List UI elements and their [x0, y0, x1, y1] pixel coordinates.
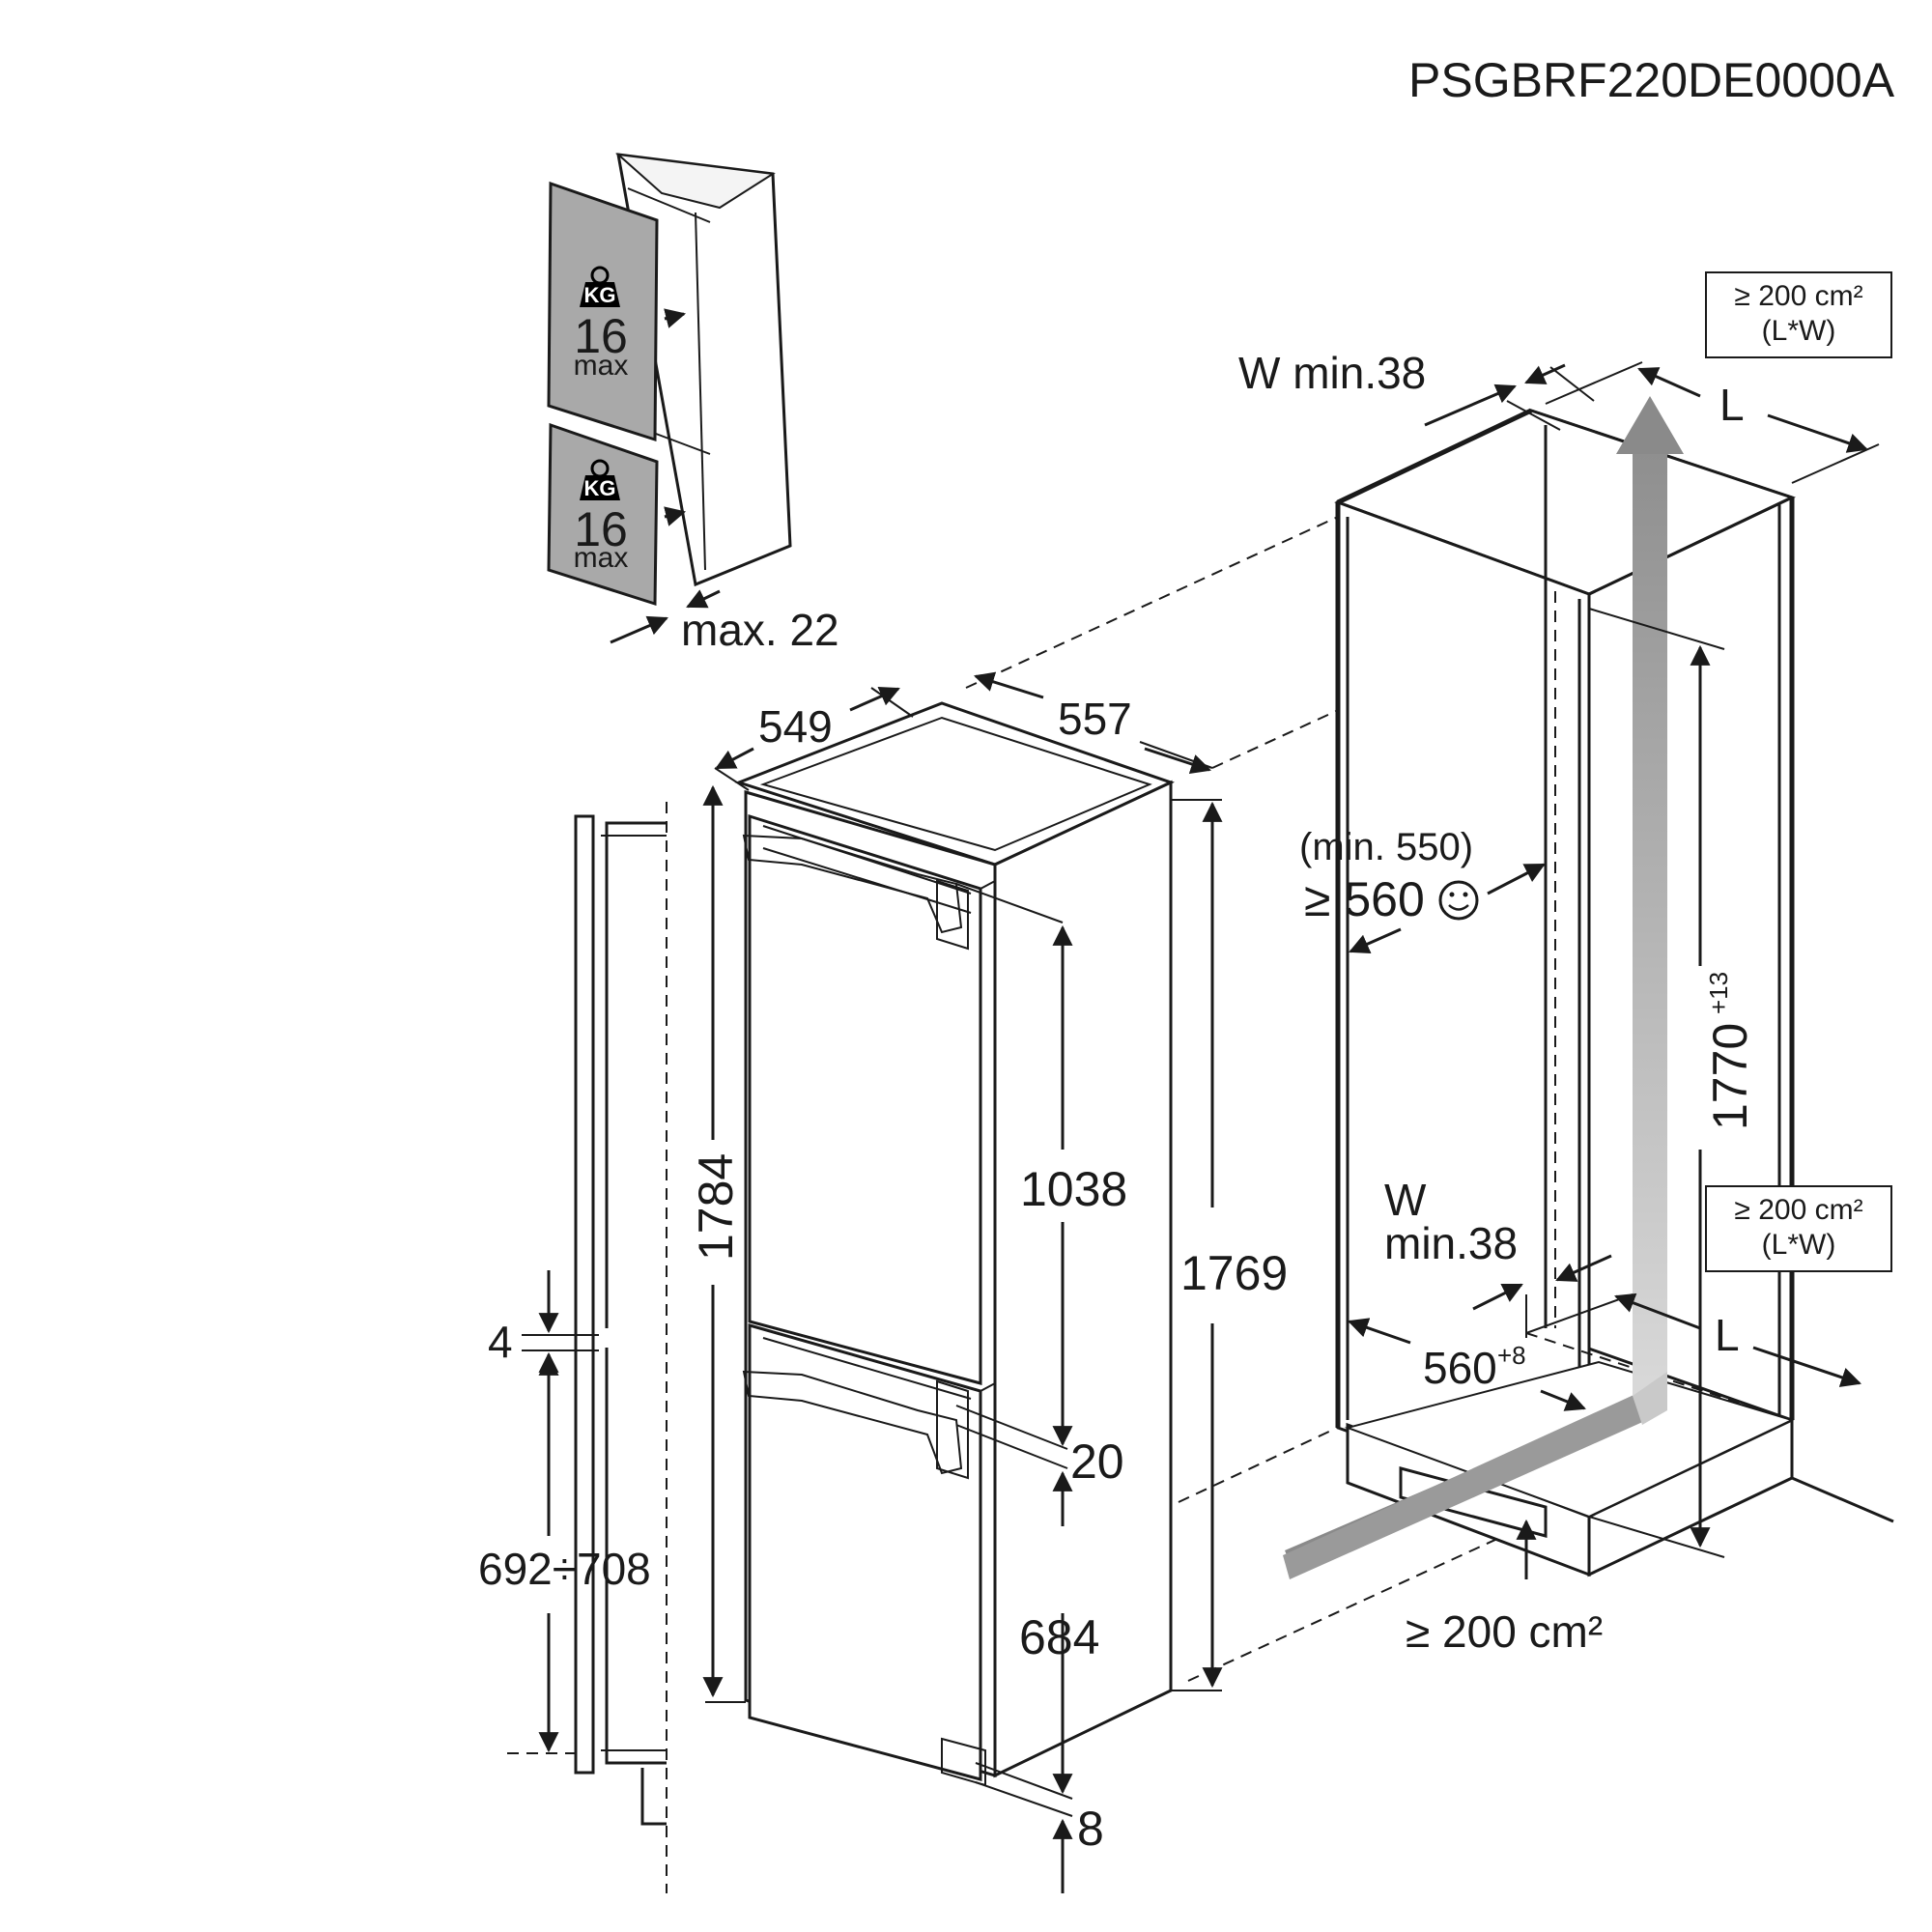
dim-684: 684 — [1019, 1610, 1099, 1664]
height-value: 1770 — [1703, 1023, 1757, 1130]
niche-illustration — [1334, 408, 1894, 1577]
l-bottom: L — [1715, 1310, 1740, 1360]
dim-20: 20 — [1070, 1435, 1124, 1489]
lower-weight-value: 16 — [574, 502, 628, 556]
dim-8: 8 — [1077, 1802, 1104, 1856]
w-mid-a: W — [1384, 1175, 1427, 1225]
decor-panel-illustration: 4 692÷708 — [478, 802, 668, 1893]
vent-mid-area: ≥ 200 cm² — [1734, 1194, 1862, 1226]
niche-dimensions: ≥ 200 cm² (L*W) W min.38 L (min. 550) ≥ … — [1238, 271, 1892, 1657]
door-thickness-label: max. 22 — [681, 605, 839, 655]
depth-value: ≥ 560 — [1304, 872, 1425, 926]
vent-mid-box — [1705, 1185, 1892, 1272]
w-min-top: W min.38 — [1238, 348, 1426, 398]
vent-top-formula: (L*W) — [1762, 315, 1836, 347]
lower-weight-unit: max — [574, 542, 629, 574]
lower-door-panel — [547, 422, 659, 607]
width-value: 560 — [1423, 1343, 1497, 1393]
dim-557: 557 — [1058, 694, 1132, 744]
svg-text:KG: KG — [584, 283, 616, 307]
dim-692-708: 692÷708 — [478, 1544, 651, 1594]
l-top: L — [1719, 380, 1745, 430]
dim-1769: 1769 — [1180, 1246, 1288, 1300]
vent-top-area: ≥ 200 cm² — [1734, 280, 1862, 312]
depth-hint: (min. 550) — [1299, 826, 1473, 868]
vent-bottom-area: ≥ 200 cm² — [1406, 1606, 1603, 1657]
kg-weight-icon: KG — [580, 459, 620, 500]
vent-top-box — [1705, 271, 1892, 358]
door-panel-illustration: KG 16 max KG 16 max max. 22 — [547, 153, 839, 655]
height-tolerance: +13 — [1704, 972, 1733, 1014]
smiley-icon — [1438, 880, 1479, 921]
dim-1038: 1038 — [1020, 1162, 1127, 1216]
svg-text:KG: KG — [584, 476, 616, 500]
vent-mid-formula: (L*W) — [1762, 1229, 1836, 1261]
w-mid-b: min.38 — [1384, 1218, 1518, 1268]
upper-weight-value: 16 — [574, 309, 628, 363]
width-tolerance: +8 — [1497, 1341, 1526, 1370]
panel-cabinet-top — [614, 153, 776, 210]
dim-1784: 1784 — [689, 1153, 743, 1261]
upper-door-panel — [547, 181, 659, 442]
appliance-dimensions: 549 557 1784 1769 1038 20 684 8 — [689, 671, 1288, 1893]
airflow-arrows — [1283, 396, 1684, 1579]
product-code: PSGBRF220DE0000A — [1408, 53, 1895, 107]
appliance-illustration — [734, 701, 1175, 1787]
dim-gap-4: 4 — [488, 1317, 513, 1367]
dim-549: 549 — [758, 701, 833, 752]
kg-weight-icon: KG — [580, 266, 620, 307]
upper-weight-unit: max — [574, 350, 629, 382]
